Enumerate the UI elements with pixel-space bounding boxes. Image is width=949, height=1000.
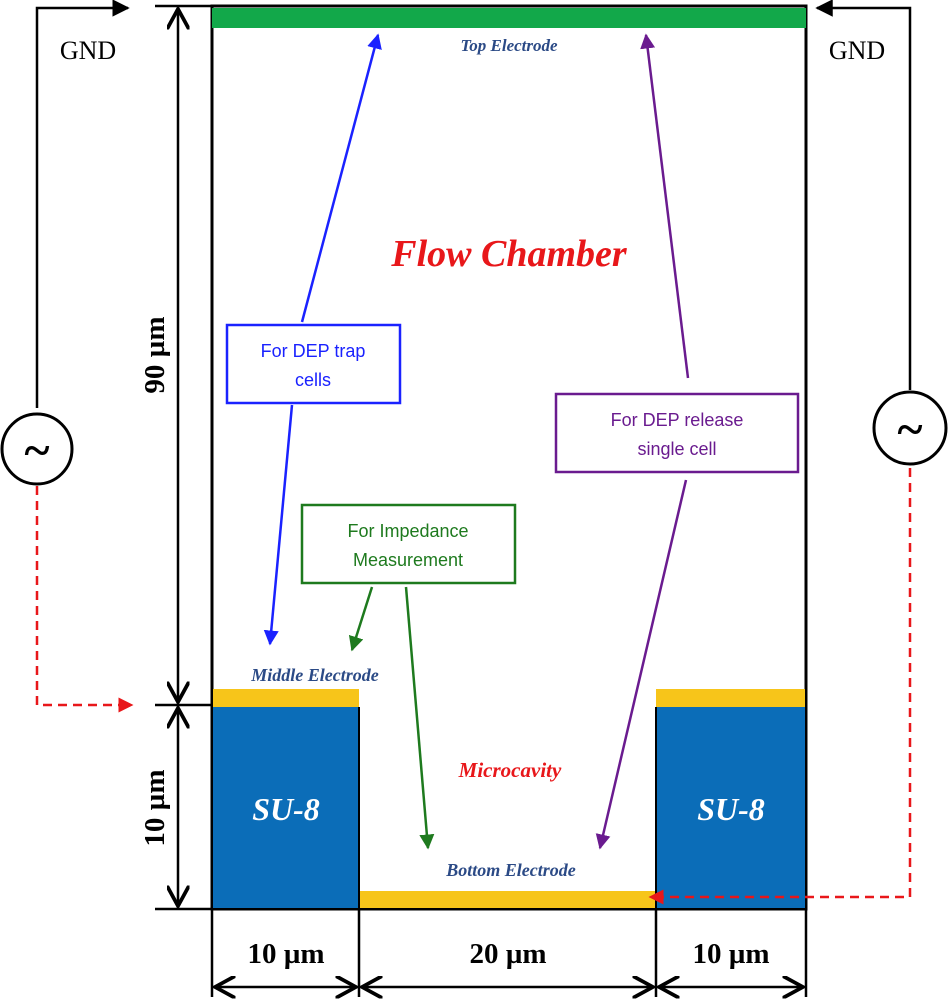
impedance-line2: Measurement bbox=[353, 550, 463, 570]
height-cavity-label: 10 µm bbox=[139, 769, 171, 846]
dep-trap-line1: For DEP trap bbox=[261, 341, 366, 361]
height-chamber-label: 90 µm bbox=[139, 316, 171, 393]
dimension-widths: 10 µm 20 µm 10 µm bbox=[210, 909, 808, 997]
middle-electrode-label: Middle Electrode bbox=[250, 665, 378, 685]
dep-release-arrow-down bbox=[595, 479, 688, 850]
dep-trap-arrow-up bbox=[300, 33, 382, 323]
dep-trap-arrow-down bbox=[263, 404, 294, 646]
dep-release-callout: For DEP release single cell bbox=[554, 392, 800, 474]
dimension-height-cavity: 10 µm bbox=[139, 708, 212, 911]
width-left-label: 10 µm bbox=[247, 938, 324, 970]
dep-trap-callout: For DEP trap cells bbox=[225, 323, 402, 405]
impedance-line1: For Impedance bbox=[347, 521, 468, 541]
su8-label-left: SU-8 bbox=[252, 791, 320, 827]
ac-source-left-icon bbox=[0, 412, 74, 486]
flow-chamber-title: Flow Chamber bbox=[390, 233, 628, 275]
impedance-arrow-bottom bbox=[404, 586, 435, 850]
left-circuit: GND ~ bbox=[0, 0, 134, 713]
width-center-label: 20 µm bbox=[469, 938, 546, 970]
width-right-label: 10 µm bbox=[692, 938, 769, 970]
gnd-label-right: GND bbox=[829, 36, 885, 65]
impedance-arrow-middle bbox=[348, 586, 374, 652]
bottom-electrode-bar bbox=[359, 891, 656, 908]
su8-block-left bbox=[213, 707, 359, 908]
gnd-label-left: GND bbox=[60, 36, 116, 65]
dep-release-arrow-up bbox=[640, 33, 690, 379]
dep-release-line1: For DEP release bbox=[611, 410, 744, 430]
middle-electrode-right bbox=[656, 689, 805, 707]
right-circuit: GND ~ bbox=[648, 0, 948, 905]
top-electrode-bar bbox=[212, 8, 806, 28]
middle-electrode-left bbox=[213, 689, 359, 707]
su8-block-right bbox=[656, 707, 805, 908]
dimension-height-chamber: 90 µm bbox=[139, 4, 212, 707]
microcavity-label: Microcavity bbox=[458, 758, 562, 782]
flow-chamber-outline bbox=[210, 4, 808, 911]
ac-source-left-glyph: ~ bbox=[25, 424, 50, 477]
ac-source-right-glyph: ~ bbox=[898, 403, 923, 456]
dep-trap-line2: cells bbox=[295, 370, 331, 390]
dep-release-line2: single cell bbox=[637, 439, 716, 459]
impedance-callout: For Impedance Measurement bbox=[300, 503, 517, 585]
ac-source-right-icon bbox=[872, 390, 948, 466]
bottom-electrode-label: Bottom Electrode bbox=[445, 860, 576, 880]
su8-label-right: SU-8 bbox=[697, 791, 765, 827]
top-electrode-label: Top Electrode bbox=[460, 36, 558, 55]
